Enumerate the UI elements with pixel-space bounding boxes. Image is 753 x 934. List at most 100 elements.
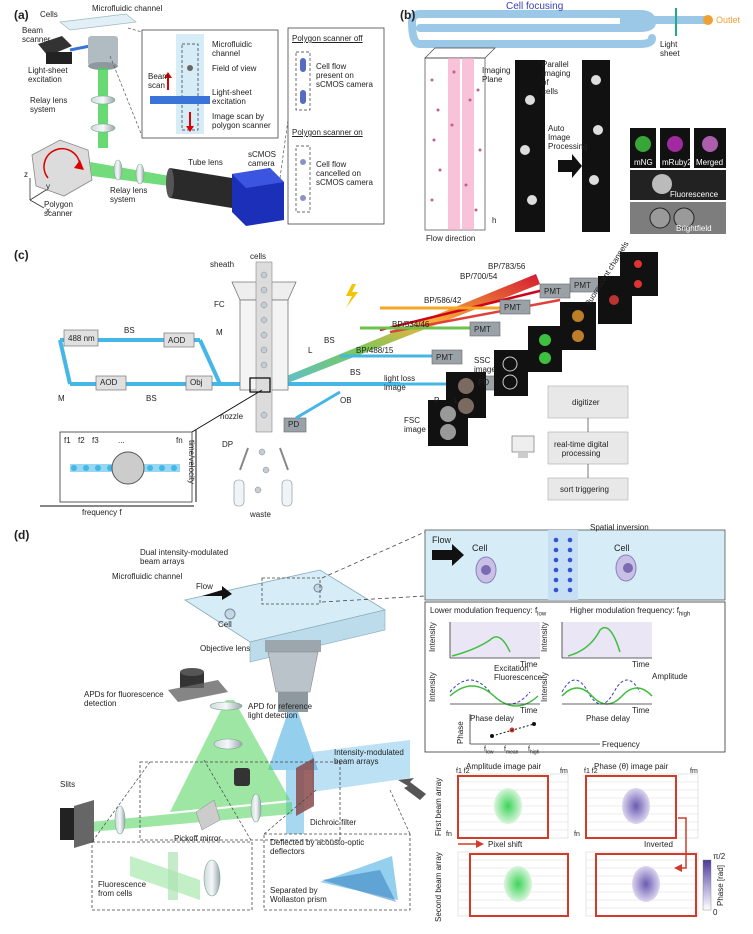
d-excitation: Excitation (494, 664, 529, 673)
a-polygon-scanner: Polygon scanner (44, 200, 73, 218)
c-bp4: BP/534/46 (392, 320, 430, 329)
a-flow-present: Cell flow present on sCMOS camera (316, 62, 373, 89)
panel-a-art (29, 13, 385, 226)
d-lower-mod-sub: low (537, 611, 547, 618)
a-inset-beam-scan: Beam scan (148, 72, 169, 90)
b-mruby2: mRuby2 (662, 158, 692, 167)
d-fn-b: fn (574, 831, 580, 838)
c-fn: fn (176, 436, 183, 445)
d-amplitude: Amplitude (652, 672, 688, 681)
d-objective-lens: Objective lens (200, 644, 251, 653)
c-pmt-2: PMT (544, 287, 561, 296)
c-pd1: PD (478, 378, 490, 387)
d-intensity-arrays: Intensity-modulated beam arrays (334, 748, 404, 766)
c-f3: f3 (92, 436, 99, 445)
a-axis-z: z (24, 170, 28, 179)
a-scmos-camera: sCMOS camera (248, 150, 276, 168)
panel-c-label: (c) (14, 248, 29, 262)
d-f-low-f: f (484, 746, 486, 753)
d-higher-mod-sub: high (678, 611, 691, 618)
d-fluor-from-cells: Fluorescence from cells (98, 880, 147, 898)
panel-a-label: (a) (14, 8, 29, 22)
d-higher-mod-text: Higher modulation frequency: f (570, 606, 679, 615)
panel-c-art (40, 252, 658, 507)
d-intensity-1: Intensity (428, 622, 437, 652)
c-frequency-f: frequency f (82, 508, 122, 517)
panel-b-label: (b) (400, 8, 416, 22)
c-fsc-image: FSC image (404, 416, 426, 434)
d-f-mean: fmean (504, 745, 518, 757)
d-phase-pair: Phase (θ) image pair (594, 762, 669, 771)
d-cell-left: Cell (472, 543, 488, 553)
c-pmt-4: PMT (474, 325, 491, 334)
b-merged: Merged (696, 158, 724, 167)
c-bp1: BP/783/56 (488, 262, 526, 271)
d-f-mean-f: f (504, 746, 506, 753)
d-time-2: Time (632, 660, 650, 669)
a-flow-cancelled: Cell flow cancelled on sCMOS camera (316, 160, 373, 187)
d-phase-rad: Phase [rad] (716, 865, 725, 906)
d-apd-ref: APD for reference light detection (248, 702, 313, 720)
d-pi2: π/2 (713, 852, 726, 861)
b-auto-processing: Auto Image Processing (548, 124, 588, 151)
b-outlet: Outlet (716, 15, 741, 25)
c-aod1: AOD (168, 336, 186, 345)
d-f-high-f: f (528, 746, 530, 753)
d-f1f2-a: f1 f2 (456, 768, 470, 775)
d-cell: Cell (218, 620, 232, 629)
d-f1f2-b: f1 f2 (584, 768, 598, 775)
d-fm-a: fm (560, 768, 568, 775)
a-inset-image-scan: Image scan by polygon scanner (212, 112, 271, 130)
b-parallel-imaging: Parallel Imaging of cells (542, 60, 571, 96)
a-inset-channel: Microfluidic channel (212, 40, 253, 58)
c-l1: L (308, 346, 313, 355)
d-time-3: Time (520, 706, 538, 715)
c-cells: cells (250, 252, 267, 261)
c-pd2: PD (288, 420, 300, 429)
d-f-high-sub: high (529, 749, 540, 756)
d-f-low: flow (484, 745, 493, 757)
d-pickoff: Pickoff mirror (174, 834, 221, 843)
d-phase-delay-1: Phase delay (470, 714, 515, 723)
c-digitizer: digitizer (572, 398, 600, 407)
a-beam-scanner: Beam scanner (22, 26, 51, 44)
panel-d-label: (d) (14, 528, 30, 542)
d-phase: Phase (456, 721, 465, 744)
d-intensity-2: Intensity (540, 622, 549, 652)
a-cells: Cells (40, 10, 58, 19)
b-flow-direction: Flow direction (426, 234, 476, 243)
d-frequency: Frequency (602, 740, 640, 749)
c-m2: M (58, 394, 65, 403)
d-lower-mod: Lower modulation frequency: flow (430, 606, 546, 620)
d-lower-mod-text: Lower modulation frequency: f (430, 606, 538, 615)
c-f2: f2 (78, 436, 85, 445)
a-relay-lens-2: Relay lens system (110, 186, 148, 204)
d-f-high: fhigh (528, 745, 539, 757)
d-phase-delay-2: Phase delay (586, 714, 631, 723)
panel-d-art (60, 531, 426, 911)
c-ob: OB (340, 396, 352, 405)
c-pmt-5: PMT (436, 353, 453, 362)
a-poly-on: Polygon scanner on (292, 128, 363, 137)
d-dichroic: Dichroic filter (310, 818, 357, 827)
a-axis-x: x (46, 206, 50, 215)
panel-b-art (407, 8, 726, 234)
d-spatial-inversion: Spatial inversion (590, 523, 649, 532)
c-bp3: BP/586/42 (424, 296, 462, 305)
a-tube-lens: Tube lens (188, 158, 223, 167)
c-bs3: BS (324, 336, 335, 345)
d-dual-arrays: Dual intensity-modulated beam arrays (140, 548, 229, 566)
d-time-4: Time (632, 706, 650, 715)
c-bs2: BS (146, 394, 157, 403)
c-light-loss-image: light loss image (384, 374, 416, 392)
c-p: P (434, 396, 440, 405)
c-fc: FC (214, 300, 225, 309)
c-nozzle: nozzle (220, 412, 244, 421)
d-deflected: Deflected by acousto-optic deflectors (270, 838, 365, 856)
b-light-sheet: Light sheet (660, 40, 680, 58)
d-intensity-3: Intensity (428, 672, 437, 702)
d-microfluidic-channel: Microfluidic channel (112, 572, 183, 581)
a-light-sheet: Light-sheet excitation (28, 66, 68, 84)
d-fm-b: fm (690, 768, 698, 775)
